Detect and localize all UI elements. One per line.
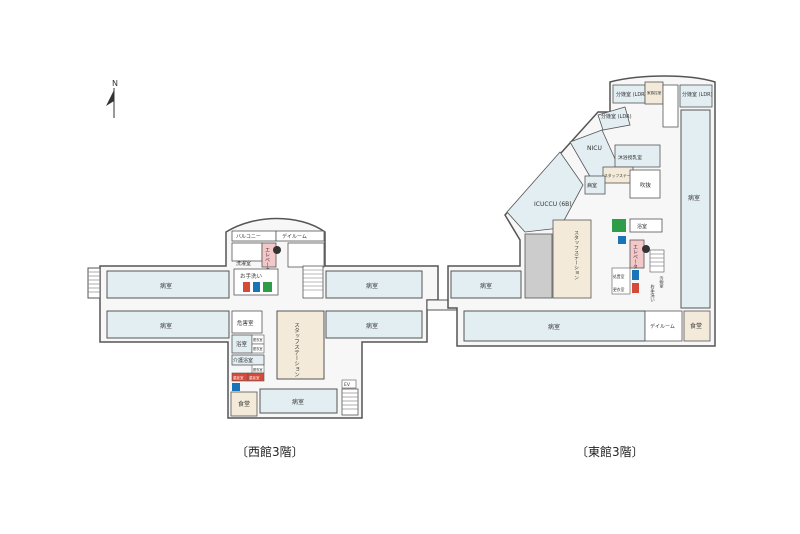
- svg-text:脱衣室: 脱衣室: [253, 337, 263, 342]
- east-ward-left: [450, 270, 522, 299]
- east-elevator: [629, 239, 645, 269]
- svg-text:脱衣室: 脱衣室: [253, 346, 263, 351]
- east-atrium-label: 吹抜: [640, 181, 652, 189]
- east-elevator-icon: [642, 245, 650, 253]
- svg-text:病室: 病室: [688, 194, 700, 202]
- east-dining: [683, 310, 711, 342]
- east-icu: [506, 151, 584, 233]
- svg-text:病室: 病室: [548, 323, 560, 331]
- east-treatment-label: 処置室: [613, 274, 625, 279]
- accessible-restroom-icon: [263, 282, 272, 292]
- svg-text:病室: 病室: [160, 282, 172, 290]
- svg-text:食堂: 食堂: [690, 322, 702, 330]
- svg-text:病室: 病室: [480, 282, 492, 290]
- east-ward-small-label: 病室: [587, 182, 597, 189]
- svg-text:お手洗い: お手洗い: [240, 272, 263, 280]
- west-elevator-icon: [273, 246, 281, 254]
- west-ev-label: EV: [344, 382, 351, 388]
- svg-text:分娩室 (LDR): 分娩室 (LDR): [682, 91, 713, 98]
- west-dayroom-label: デイルーム: [282, 233, 307, 240]
- east-dayroom-label: デイルーム: [650, 323, 675, 330]
- west-ward-sw: [106, 310, 230, 339]
- east-delivery-2: [597, 106, 631, 131]
- svg-text:スタッフステーション: スタッフステーション: [573, 230, 579, 280]
- east-caption: 〔東館3階〕: [576, 445, 644, 459]
- svg-text:スタッフステーション: スタッフステーション: [293, 322, 300, 378]
- west-hazard-label: 危害室: [237, 319, 254, 327]
- svg-text:食堂: 食堂: [238, 400, 250, 408]
- east-male-restroom-icon: [632, 270, 639, 280]
- male-restroom-icon: [253, 282, 260, 292]
- east-family-room-label: 家族控室: [647, 90, 662, 95]
- west-bath-label: 浴室: [236, 340, 248, 348]
- west-dining: [230, 391, 258, 417]
- svg-text:病室: 病室: [366, 282, 378, 290]
- east-bath-label: 浴室: [637, 223, 647, 230]
- north-label: N: [112, 79, 118, 88]
- east-restroom-label: お手洗い: [650, 284, 655, 303]
- svg-text:病室: 病室: [366, 322, 378, 330]
- female-restroom-icon: [243, 282, 250, 292]
- svg-text:エレベータ: エレベータ: [632, 244, 638, 269]
- north-arrow: N: [106, 79, 118, 118]
- svg-text:病室: 病室: [160, 322, 172, 330]
- west-staff-station: [276, 310, 325, 380]
- west-caption: 〔西館3階〕: [236, 445, 304, 459]
- svg-text:ICUCCU (6B): ICUCCU (6B): [534, 201, 572, 208]
- west-ward-nw: [106, 270, 230, 299]
- west-laundry-label: 洗濯室: [236, 260, 251, 267]
- east-building: 分娩室 (LDR) 家族控室 分娩室 (LDR) 分娩室 (LDR) NICU …: [447, 75, 716, 347]
- svg-text:脱衣室: 脱衣室: [253, 367, 263, 372]
- svg-text:NICU: NICU: [587, 145, 602, 152]
- svg-text:エレベータ: エレベータ: [264, 247, 270, 272]
- east-staff-sub-label: スタッフステーション: [604, 173, 642, 178]
- east-delivery-3: [679, 84, 713, 108]
- east-storage-label: 汚物室: [660, 275, 665, 288]
- west-wheelchair-icon: [232, 383, 240, 391]
- east-ward-bottom: [463, 310, 646, 342]
- west-elevator: [261, 242, 277, 268]
- west-ward-bottom: [259, 388, 338, 414]
- east-accessible-icon: [612, 219, 626, 232]
- east-ward-right: [680, 109, 711, 309]
- east-wheelchair-icon: [618, 236, 626, 244]
- west-building: バルコニー デイルーム 病室 洗濯室 エレベータ お手洗い 病室 病室 病室: [87, 217, 439, 419]
- west-care-bath-label: 介護浴室: [233, 357, 253, 364]
- svg-text:分娩室 (LDR): 分娩室 (LDR): [616, 91, 647, 98]
- west-ward-nc: [325, 270, 423, 299]
- east-staff-station: [552, 219, 592, 299]
- west-ward-sc: [325, 310, 423, 339]
- east-conference-label: 更衣室: [613, 287, 625, 292]
- east-female-restroom-icon: [632, 283, 639, 293]
- svg-text:重症室: 重症室: [233, 375, 244, 380]
- west-balcony-label: バルコニー: [236, 234, 261, 240]
- svg-text:重症室: 重症室: [249, 375, 260, 380]
- svg-text:病室: 病室: [292, 398, 304, 406]
- east-feeding-label: 沐浴授乳室: [618, 154, 642, 161]
- svg-text:分娩室 (LDR): 分娩室 (LDR): [601, 113, 632, 120]
